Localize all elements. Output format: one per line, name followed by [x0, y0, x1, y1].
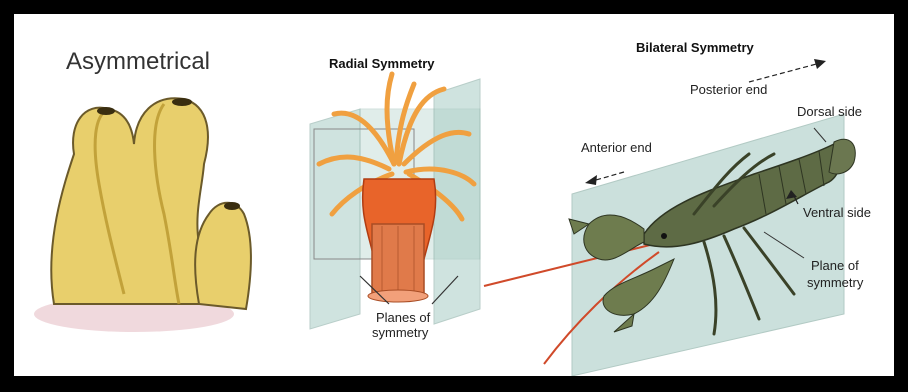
sponge-osculum-left	[97, 107, 115, 115]
anemone-illustration	[310, 74, 480, 329]
bilateral-symmetry-title: Bilateral Symmetry	[636, 40, 754, 55]
plane-of-symmetry-label-line2: symmetry	[807, 275, 863, 290]
crayfish-illustration	[484, 114, 855, 376]
posterior-end-label: Posterior end	[690, 82, 767, 97]
radial-planes-label-line2: symmetry	[372, 325, 428, 340]
radial-plane-right	[434, 79, 480, 324]
diagram-frame: Asymmetrical Radial Symmetry Planes of s…	[14, 14, 894, 376]
anterior-arrowhead	[585, 175, 597, 185]
posterior-arrowhead	[814, 59, 826, 69]
posterior-arrow-line	[749, 62, 824, 82]
radial-plane-left	[310, 109, 360, 329]
anterior-end-label: Anterior end	[581, 140, 652, 155]
sponge-side-tube	[195, 203, 251, 309]
ventral-side-label: Ventral side	[803, 205, 871, 220]
sponge-main-body	[51, 98, 219, 304]
sponge-illustration	[34, 98, 251, 332]
sponge-osculum-middle	[172, 98, 192, 106]
sponge-osculum-right	[224, 202, 240, 210]
radial-symmetry-title: Radial Symmetry	[329, 56, 435, 71]
dorsal-side-label: Dorsal side	[797, 104, 862, 119]
asymmetrical-title: Asymmetrical	[66, 48, 210, 76]
radial-planes-label-line1: Planes of	[376, 310, 430, 325]
plane-of-symmetry-label-line1: Plane of	[811, 258, 859, 273]
